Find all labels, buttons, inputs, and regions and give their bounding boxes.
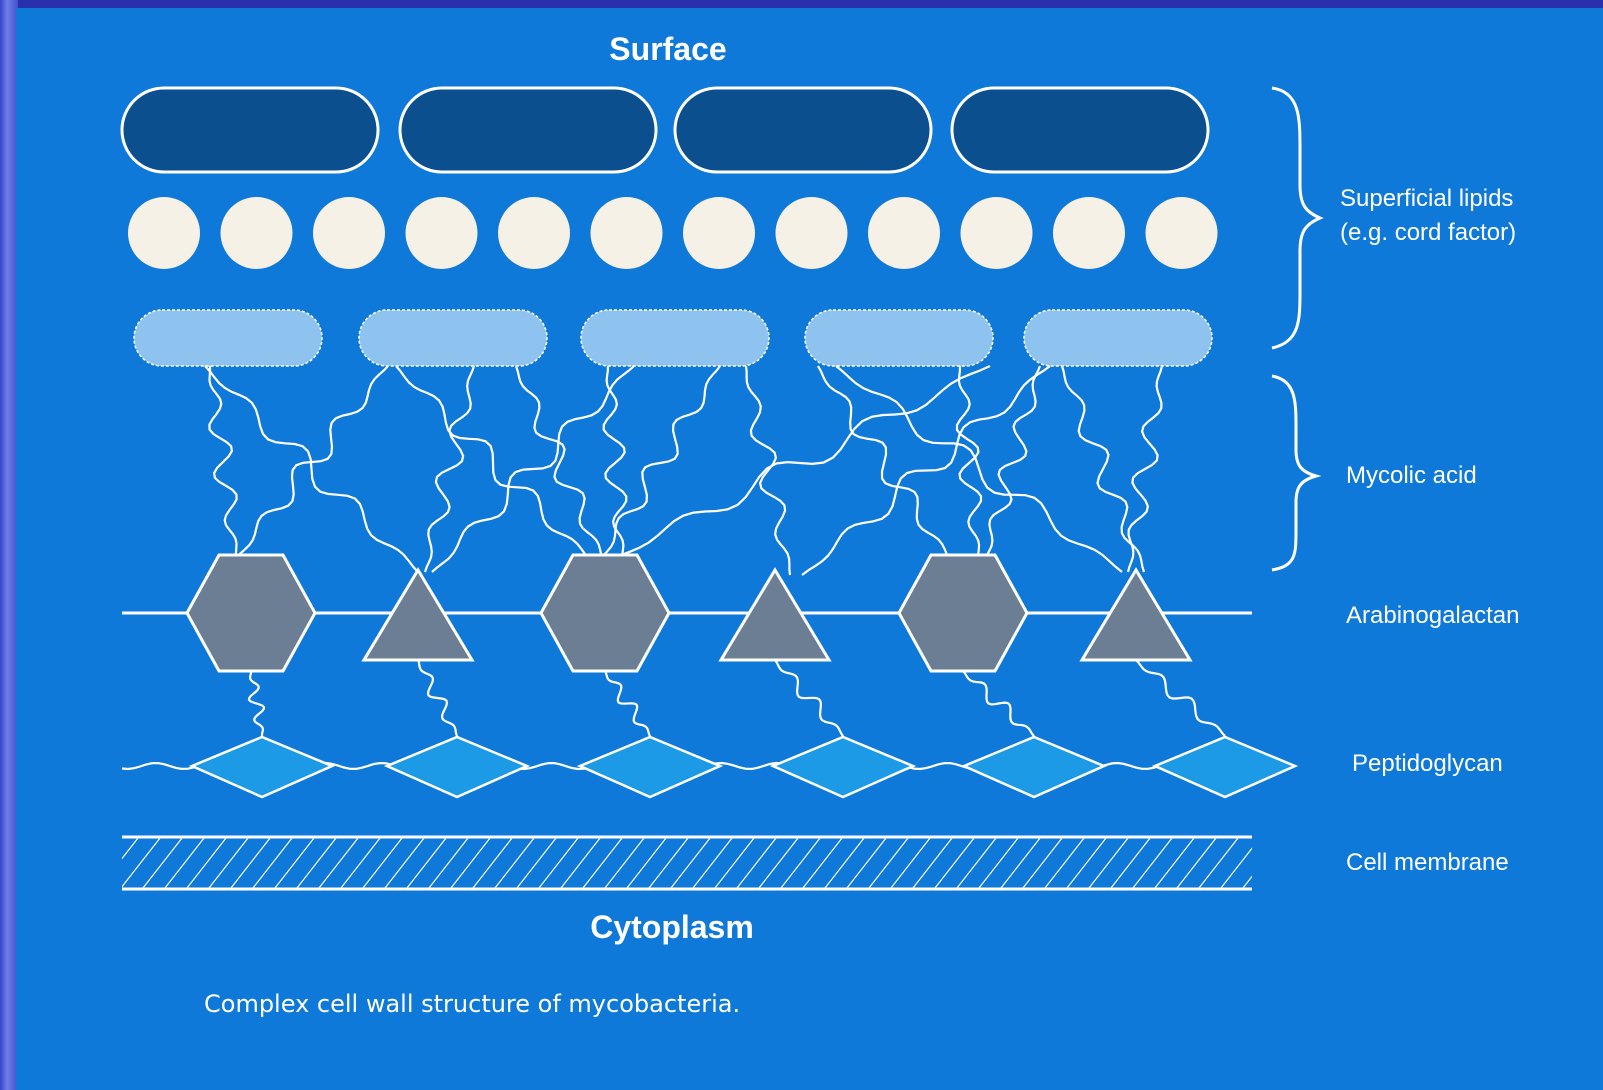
cell-membrane-band bbox=[122, 837, 1252, 889]
outer-lipid-capsule bbox=[122, 88, 378, 172]
lipid-bead bbox=[776, 197, 848, 269]
outer-lipid-capsule bbox=[675, 88, 931, 172]
arabinogalactan-hexagon bbox=[187, 555, 315, 671]
arabinogalactan-peptidoglycan-link bbox=[605, 671, 650, 736]
lipid-bead bbox=[683, 197, 755, 269]
lipid-bead bbox=[591, 197, 663, 269]
arabinogalactan-triangle bbox=[721, 570, 829, 660]
peptidoglycan-diamond bbox=[1155, 737, 1295, 797]
lipid-bead bbox=[128, 197, 200, 269]
cell-membrane-label: Cell membrane bbox=[1346, 849, 1509, 876]
figure-caption: Complex cell wall structure of mycobacte… bbox=[204, 990, 740, 1018]
lipid-bead bbox=[1053, 197, 1125, 269]
mycolate-ellipse bbox=[1024, 310, 1212, 366]
peptidoglycan-diamond bbox=[192, 737, 332, 797]
arabinogalactan-peptidoglycan-link bbox=[249, 671, 264, 736]
superficial-lipids-brace bbox=[1272, 88, 1320, 348]
peptidoglycan-diamond bbox=[387, 737, 527, 797]
mycolate-ellipse bbox=[359, 310, 547, 366]
mycolic-acid-chain bbox=[396, 366, 590, 560]
mycolate-ellipse bbox=[581, 310, 769, 366]
mycolic-acid-chains bbox=[205, 366, 1162, 575]
mycolate-ellipse bbox=[805, 310, 993, 366]
arabinogalactan-triangle bbox=[364, 570, 472, 660]
mycolic-acid-brace bbox=[1272, 376, 1316, 570]
mycolic-acid-chain bbox=[746, 366, 790, 575]
arabinogalactan-hexagon bbox=[541, 555, 669, 671]
lipid-bead bbox=[961, 197, 1033, 269]
mycolate-ellipses bbox=[134, 310, 1212, 366]
outer-lipid-capsule bbox=[400, 88, 656, 172]
arabinogalactan-peptidoglycan-links bbox=[249, 660, 1225, 736]
arabinogalactan-triangle bbox=[1082, 570, 1190, 660]
mycolic-acid-chain bbox=[425, 366, 474, 572]
lipid-bead bbox=[1146, 197, 1218, 269]
lipid-bead bbox=[868, 197, 940, 269]
lipid-bead bbox=[406, 197, 478, 269]
mycolic-acid-chain bbox=[516, 366, 603, 560]
mycolic-acid-chain bbox=[985, 366, 1040, 560]
lipid-bead bbox=[498, 197, 570, 269]
mycolic-acid-chain bbox=[432, 366, 634, 572]
peptidoglycan-diamond bbox=[580, 737, 720, 797]
arabinogalactan-peptidoglycan-link bbox=[775, 660, 843, 736]
arabinogalactan-peptidoglycan-link bbox=[1136, 660, 1225, 736]
arabinogalactan-peptidoglycan-link bbox=[963, 671, 1034, 736]
lipid-bead bbox=[313, 197, 385, 269]
arabinogalactan-label: Arabinogalactan bbox=[1346, 602, 1519, 629]
arabinogalactan-peptidoglycan-link bbox=[418, 660, 457, 736]
mycolic-acid-label: Mycolic acid bbox=[1346, 462, 1477, 489]
superficial-lipid-beads bbox=[128, 197, 1218, 269]
mycolic-acid-chain bbox=[610, 366, 990, 560]
mycolate-ellipse bbox=[134, 310, 322, 366]
mycolic-acid-chain bbox=[1128, 366, 1162, 572]
cytoplasm-label: Cytoplasm bbox=[590, 909, 754, 945]
outer-lipid-capsule bbox=[952, 88, 1208, 172]
lipid-bead bbox=[221, 197, 293, 269]
mycolic-acid-chain bbox=[236, 366, 388, 558]
peptidoglycan-label: Peptidoglycan bbox=[1352, 750, 1503, 777]
peptidoglycan-diamonds bbox=[192, 737, 1295, 797]
mycolic-acid-chain bbox=[1062, 366, 1144, 572]
superficial-lipids-label-line2: (e.g. cord factor) bbox=[1340, 219, 1516, 246]
superficial-lipids-label-line1: Superficial lipids bbox=[1340, 185, 1513, 212]
surface-label: Surface bbox=[609, 31, 726, 67]
outer-lipid-layer bbox=[122, 88, 1208, 172]
peptidoglycan-diamond bbox=[773, 737, 913, 797]
mycolic-acid-chain bbox=[209, 366, 236, 558]
mycolic-acid-chain bbox=[802, 366, 1050, 575]
arabinogalactan-hexagon bbox=[899, 555, 1027, 671]
peptidoglycan-diamond bbox=[964, 737, 1104, 797]
